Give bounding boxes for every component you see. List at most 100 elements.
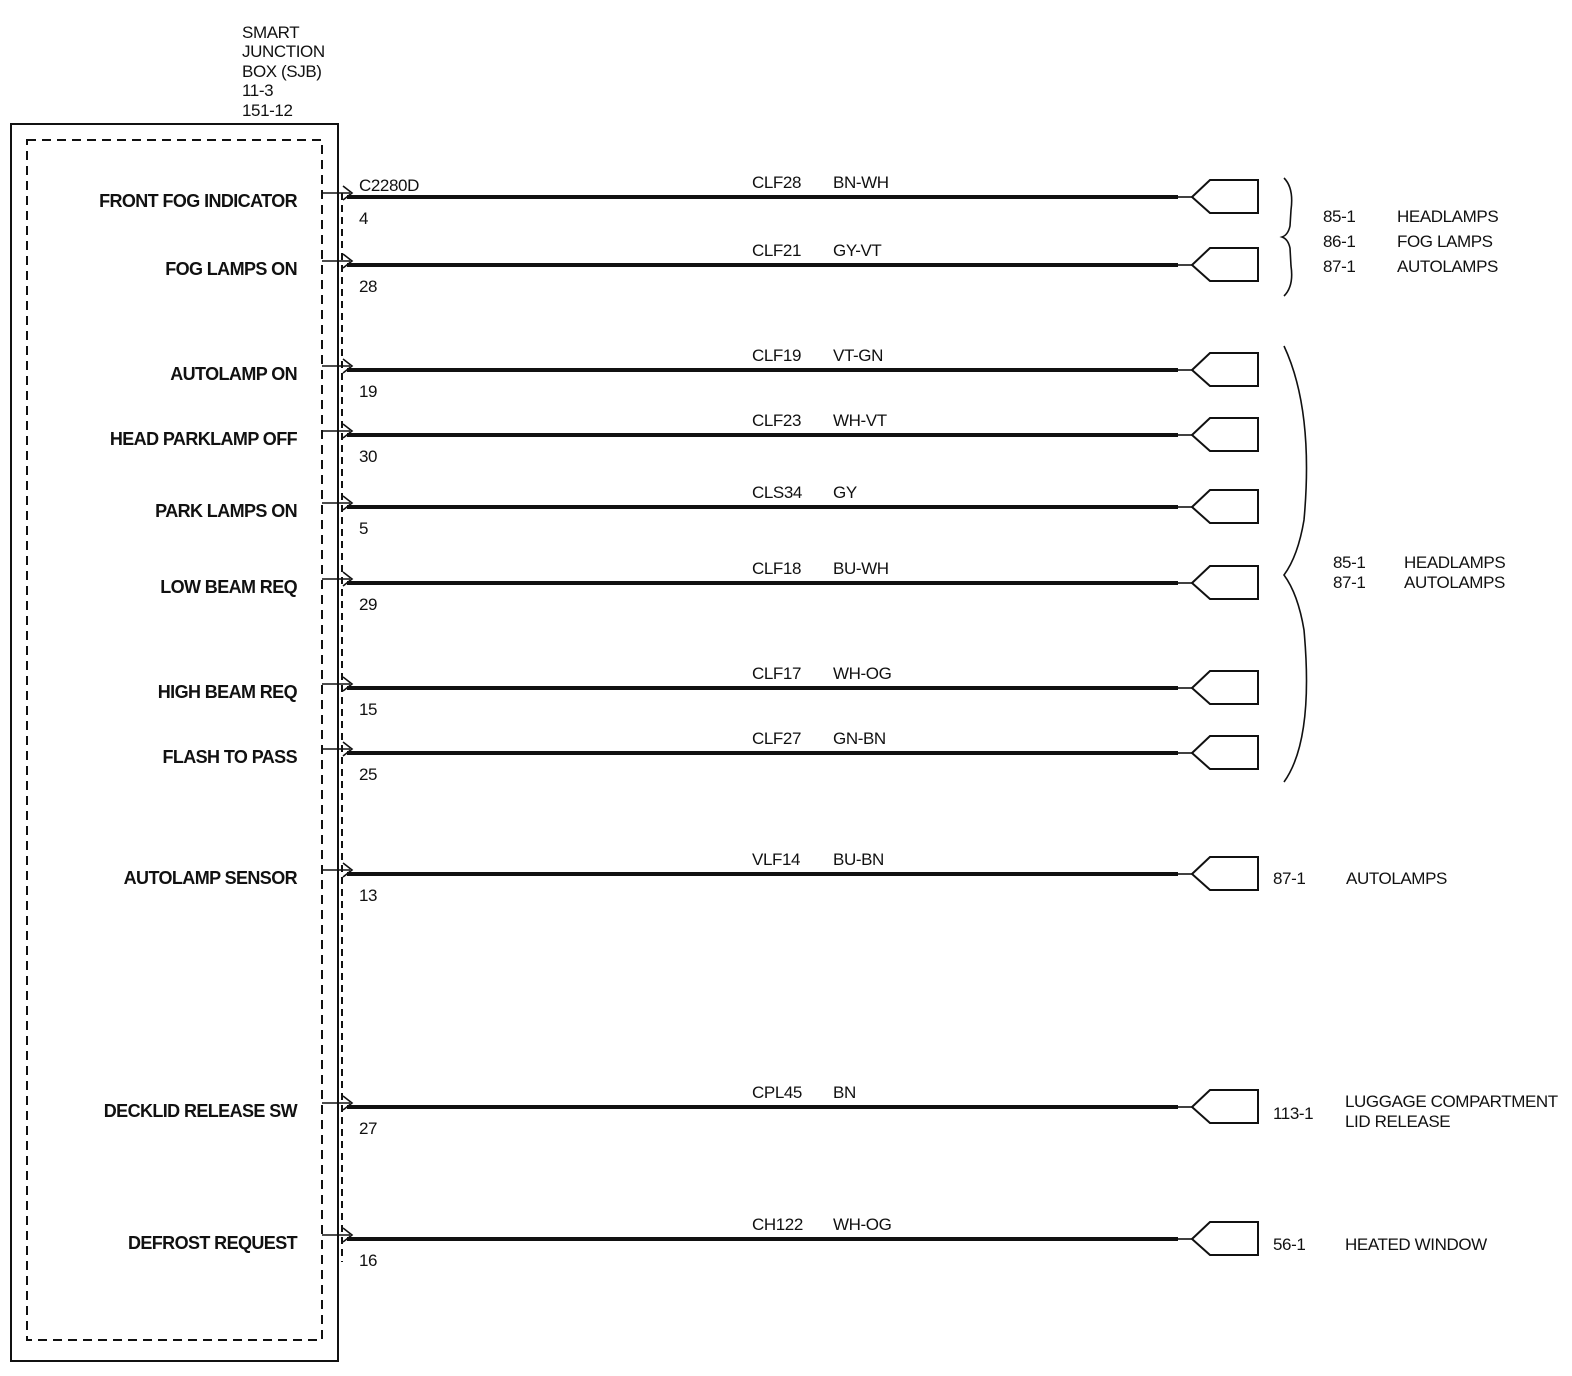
pin-arrow-icon bbox=[342, 571, 354, 587]
wire-color: BU-BN bbox=[833, 850, 884, 869]
wire-color: WH-OG bbox=[833, 664, 891, 683]
page-reference-connector-icon bbox=[1190, 1221, 1259, 1256]
module-title-line: JUNCTION bbox=[242, 42, 325, 61]
reference-page: 87-1 bbox=[1273, 869, 1305, 888]
module-outline bbox=[10, 123, 339, 1362]
wire-color: GY bbox=[833, 483, 857, 502]
reference-label: AUTOLAMPS bbox=[1346, 869, 1447, 888]
signal-label: PARK LAMPS ON bbox=[155, 501, 297, 521]
module-inner-boundary bbox=[26, 139, 323, 1341]
pin-number: 28 bbox=[359, 277, 377, 296]
pin-arrow-icon bbox=[342, 862, 354, 878]
wire-color: GY-VT bbox=[833, 241, 881, 260]
page-reference-connector-icon bbox=[1190, 735, 1259, 770]
circuit-row: HIGH BEAM REQ 15 CLF17 WH-OG bbox=[158, 664, 1259, 719]
reference-page: 86-1 bbox=[1323, 232, 1355, 251]
reference-label: LUGGAGE COMPARTMENT bbox=[1345, 1092, 1558, 1111]
circuit-id: CLF28 bbox=[752, 173, 801, 192]
pin-number: 30 bbox=[359, 447, 377, 466]
signal-label: DECKLID RELEASE SW bbox=[104, 1101, 298, 1121]
signal-label: FOG LAMPS ON bbox=[165, 259, 297, 279]
pin-number: 25 bbox=[359, 765, 377, 784]
pin-number: 29 bbox=[359, 595, 377, 614]
circuit-id: CLF27 bbox=[752, 729, 801, 748]
fog-group-brace bbox=[1279, 177, 1293, 297]
pin-arrow-icon bbox=[342, 741, 354, 757]
module-title-line: SMART bbox=[242, 23, 299, 42]
signal-label: AUTOLAMP ON bbox=[170, 364, 297, 384]
reference-page: 85-1 bbox=[1323, 207, 1355, 226]
pin-number: 5 bbox=[359, 519, 368, 538]
signal-label: HIGH BEAM REQ bbox=[158, 682, 298, 702]
signal-label: DEFROST REQUEST bbox=[128, 1233, 298, 1253]
circuit-row: HEAD PARKLAMP OFF 30 CLF23 WH-VT bbox=[110, 411, 1259, 466]
circuit-id: CLF23 bbox=[752, 411, 801, 430]
connector-label: C2280D bbox=[359, 176, 419, 195]
module-title-line: 11-3 bbox=[242, 81, 273, 100]
pin-arrow-icon bbox=[342, 495, 354, 511]
pin-arrow-icon bbox=[342, 423, 354, 439]
circuit-id: CLF17 bbox=[752, 664, 801, 683]
reference-page: 113-1 bbox=[1273, 1104, 1313, 1123]
pin-number: 16 bbox=[359, 1251, 377, 1270]
pin-arrow-icon bbox=[342, 1227, 354, 1243]
wire-color: BN-WH bbox=[833, 173, 889, 192]
pin-number: 15 bbox=[359, 700, 377, 719]
wire-color: WH-VT bbox=[833, 411, 887, 430]
page-reference-connector-icon bbox=[1190, 417, 1259, 452]
circuit-row: FRONT FOG INDICATOR 4 CLF28 BN-WH bbox=[99, 173, 1259, 228]
reference-label: AUTOLAMPS bbox=[1397, 257, 1498, 276]
circuit-row: PARK LAMPS ON 5 CLS34 GY bbox=[155, 483, 1259, 538]
pin-number: 19 bbox=[359, 382, 377, 401]
wire-color: WH-OG bbox=[833, 1215, 891, 1234]
module-title: SMART JUNCTION BOX (SJB) 11-3 151-12 bbox=[242, 23, 325, 120]
pin-arrow-icon bbox=[342, 1095, 354, 1111]
page-reference-connector-icon bbox=[1190, 565, 1259, 600]
page-reference-connector-icon bbox=[1190, 489, 1259, 524]
reference-group-head: 85-1 HEADLAMPS 87-1 AUTOLAMPS bbox=[1333, 553, 1506, 592]
wire-color: BN bbox=[833, 1083, 856, 1102]
circuit-row: DECKLID RELEASE SW 27 CPL45 BN bbox=[104, 1083, 1259, 1138]
reference-page: 85-1 bbox=[1333, 553, 1365, 572]
reference-page: 87-1 bbox=[1333, 573, 1365, 592]
reference-group-sensor: 87-1 AUTOLAMPS bbox=[1273, 869, 1447, 888]
circuit-rows: FRONT FOG INDICATOR 4 CLF28 BN-WH FOG LAMPS … bbox=[99, 173, 1259, 1270]
head-group-brace bbox=[1283, 345, 1308, 783]
page-reference-connector-icon bbox=[1190, 247, 1259, 282]
page-reference-connector-icon bbox=[1190, 179, 1259, 214]
reference-group-decklid: 113-1 LUGGAGE COMPARTMENT LID RELEASE bbox=[1273, 1092, 1558, 1131]
signal-label: FRONT FOG INDICATOR bbox=[99, 191, 298, 211]
pin-arrow-icon bbox=[342, 253, 354, 269]
circuit-row: FLASH TO PASS 25 CLF27 GN-BN bbox=[162, 729, 1259, 784]
pin-arrow-icon bbox=[342, 185, 354, 201]
circuit-id: CLF21 bbox=[752, 241, 801, 260]
signal-label: FLASH TO PASS bbox=[162, 747, 297, 767]
signal-label: LOW BEAM REQ bbox=[160, 577, 297, 597]
circuit-id: CLF19 bbox=[752, 346, 801, 365]
wire-color: GN-BN bbox=[833, 729, 886, 748]
reference-label: HEADLAMPS bbox=[1397, 207, 1498, 226]
module-title-line: 151-12 bbox=[242, 101, 293, 120]
pin-number: 27 bbox=[359, 1119, 377, 1138]
circuit-id: CLS34 bbox=[752, 483, 802, 502]
page-reference-connector-icon bbox=[1190, 1089, 1259, 1124]
circuit-id: VLF14 bbox=[752, 850, 800, 869]
reference-group-fog: 85-1 HEADLAMPS 86-1 FOG LAMPS 87-1 AUTOL… bbox=[1323, 207, 1499, 276]
circuit-id: CPL45 bbox=[752, 1083, 802, 1102]
reference-label: FOG LAMPS bbox=[1397, 232, 1493, 251]
module-title-line: BOX (SJB) bbox=[242, 62, 322, 81]
pin-arrow-icon bbox=[342, 676, 354, 692]
page-reference-connector-icon bbox=[1190, 856, 1259, 891]
pin-number: 13 bbox=[359, 886, 377, 905]
reference-group-defrost: 56-1 HEATED WINDOW bbox=[1273, 1235, 1488, 1254]
page-reference-connector-icon bbox=[1190, 352, 1259, 387]
reference-label: AUTOLAMPS bbox=[1404, 573, 1505, 592]
reference-label: HEADLAMPS bbox=[1404, 553, 1505, 572]
page-reference-connector-icon bbox=[1190, 670, 1259, 705]
pin-number: 4 bbox=[359, 209, 368, 228]
signal-label: HEAD PARKLAMP OFF bbox=[110, 429, 298, 449]
